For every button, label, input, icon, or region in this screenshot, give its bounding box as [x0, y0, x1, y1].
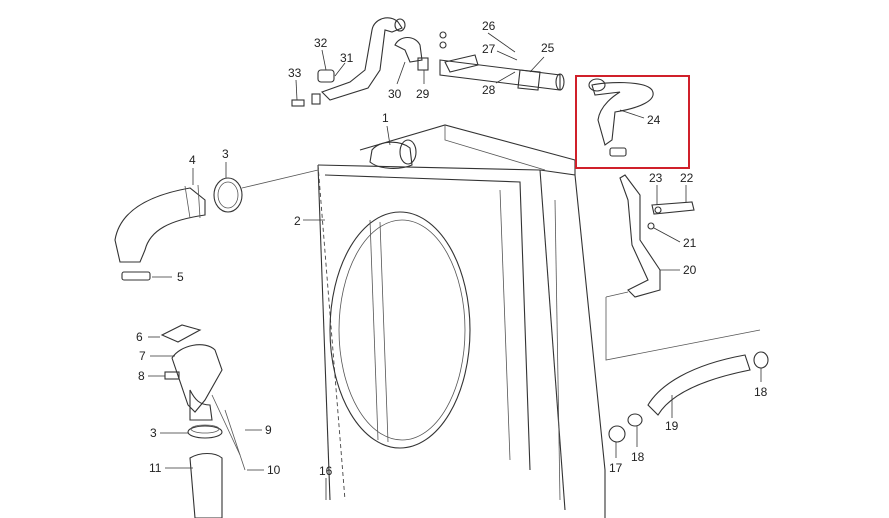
callout-5: 5 — [177, 270, 184, 284]
callout-33: 33 — [288, 66, 302, 80]
leader-lines — [148, 32, 762, 500]
highlight-box — [575, 75, 690, 169]
callout-18-right: 18 — [754, 385, 768, 399]
callout-28: 28 — [482, 83, 496, 97]
callout-24: 24 — [647, 113, 661, 127]
bypass-tube-assembly — [439, 31, 565, 91]
right-hose-assembly — [605, 174, 769, 443]
callout-32: 32 — [314, 36, 328, 50]
callout-16: 16 — [319, 464, 333, 478]
callout-7: 7 — [139, 349, 146, 363]
callout-20: 20 — [683, 263, 697, 277]
callout-labels: 1 2 3 4 5 6 7 8 9 3 10 11 16 17 18 18 19… — [136, 19, 768, 478]
thermostat-housing-assembly — [160, 324, 246, 518]
callout-4: 4 — [189, 153, 196, 167]
lower-hose-assembly — [114, 169, 319, 281]
callout-8: 8 — [138, 369, 145, 383]
callout-6: 6 — [136, 330, 143, 344]
callout-25: 25 — [541, 41, 555, 55]
callout-11: 11 — [149, 461, 162, 475]
callout-26: 26 — [482, 19, 496, 33]
callout-23: 23 — [649, 171, 663, 185]
hose-24-highlight-group — [575, 75, 690, 169]
callout-29: 29 — [416, 87, 430, 101]
callout-10: 10 — [267, 463, 281, 477]
callout-18-lower: 18 — [631, 450, 645, 464]
callout-3-upper: 3 — [222, 147, 229, 161]
radiator-frame — [317, 124, 606, 518]
callout-2: 2 — [294, 214, 301, 228]
callout-22: 22 — [680, 171, 694, 185]
upper-inlet-neck — [369, 139, 417, 169]
callout-9: 9 — [265, 423, 272, 437]
callout-1: 1 — [382, 111, 389, 125]
callout-21: 21 — [683, 236, 697, 250]
callout-31: 31 — [340, 51, 354, 65]
callout-17: 17 — [609, 461, 623, 475]
callout-19: 19 — [665, 419, 679, 433]
upper-left-hoses — [291, 17, 429, 107]
callout-3-lower: 3 — [150, 426, 157, 440]
callout-30: 30 — [388, 87, 402, 101]
callout-27: 27 — [482, 42, 496, 56]
